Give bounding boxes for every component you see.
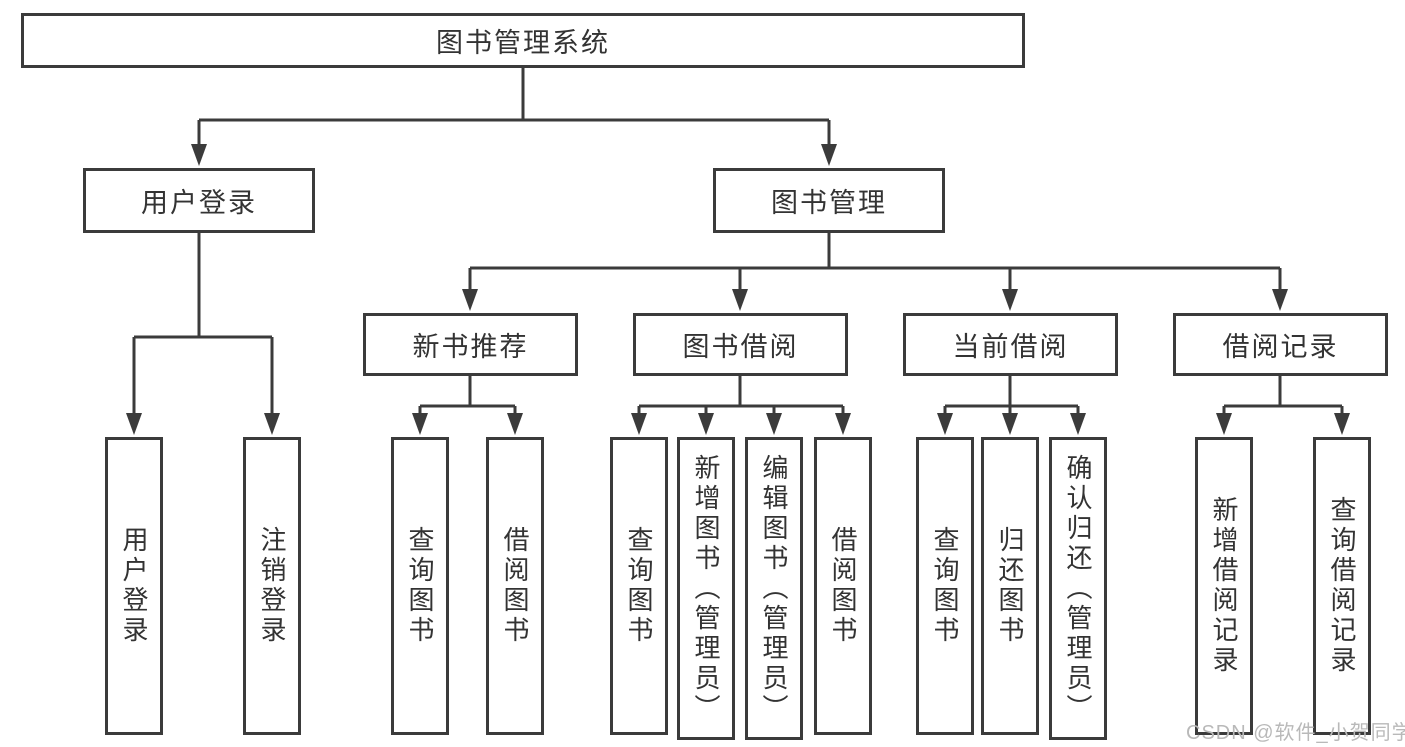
node-label: 当前借阅: [952, 332, 1069, 362]
node-label: 用户登录: [141, 188, 257, 218]
leaf-query-books-1: 查询图书: [391, 437, 449, 735]
leaf-add-books-admin: 新增图书（管理员）: [677, 437, 735, 740]
node-new-book-recommend: 新书推荐: [363, 313, 578, 376]
leaf-borrow-books-2: 借阅图书: [814, 437, 872, 735]
leaf-query-books-2: 查询图书: [610, 437, 668, 735]
node-library-system: 图书管理系统: [21, 13, 1025, 68]
leaf-borrow-books-1: 借阅图书: [486, 437, 544, 735]
node-user-login: 用户登录: [83, 168, 315, 233]
leaf-confirm-return-admin: 确认归还（管理员）: [1049, 437, 1107, 740]
leaf-user-login: 用户登录: [105, 437, 163, 735]
leaf-edit-books-admin: 编辑图书（管理员）: [745, 437, 803, 740]
leaf-add-borrow-record: 新增借阅记录: [1195, 437, 1253, 735]
leaf-return-books: 归还图书: [981, 437, 1039, 735]
arrowheads: [126, 144, 1350, 435]
node-label: 新书推荐: [412, 332, 529, 362]
node-borrow-records: 借阅记录: [1173, 313, 1388, 376]
leaf-logout: 注销登录: [243, 437, 301, 735]
leaf-query-books-3: 查询图书: [916, 437, 974, 735]
csdn-watermark: CSDN @软件_小贺同学: [1186, 722, 1405, 744]
node-label: 图书管理系统: [436, 28, 610, 58]
node-book-borrow: 图书借阅: [633, 313, 848, 376]
node-current-borrow: 当前借阅: [903, 313, 1118, 376]
node-book-management: 图书管理: [713, 168, 945, 233]
node-label: 图书借阅: [682, 332, 799, 362]
leaf-query-borrow-record: 查询借阅记录: [1313, 437, 1371, 735]
node-label: 图书管理: [771, 188, 887, 218]
node-label: 借阅记录: [1222, 332, 1339, 362]
